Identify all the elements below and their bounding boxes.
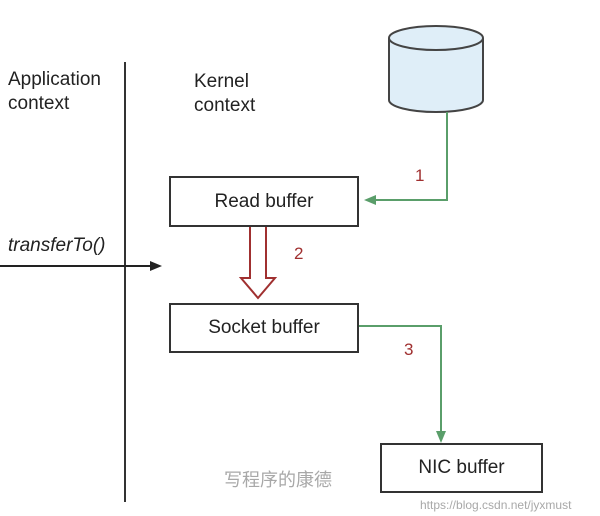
dma-copy-arrow-3 [358,325,442,435]
transferto-arrowhead [150,261,162,271]
step-1-label: 1 [415,166,425,185]
socket-buffer-box: Socket buffer [169,303,359,353]
watermark-name: 写程序的康德 [224,470,332,490]
label-line: context [8,93,70,114]
read-buffer-box: Read buffer [169,176,359,227]
arrowhead-1 [364,195,376,205]
transferto-label: transferTo() [8,235,106,256]
disk-icon [388,25,484,113]
step-2-label: 2 [294,244,304,263]
step-3-label: 3 [404,340,414,359]
label-line: Kernel [194,71,249,92]
dma-copy-arrow-1 [372,112,448,201]
copy-arrow-2 [238,225,278,300]
label-line: context [194,95,256,116]
arrowhead-3 [436,431,446,443]
label-line: Application [8,69,101,90]
watermark-url: https://blog.csdn.net/jyxmust [420,498,572,512]
nic-buffer-box: NIC buffer [380,443,543,493]
application-context-label: Application context [8,68,101,116]
kernel-context-label: Kernel context [194,70,255,118]
